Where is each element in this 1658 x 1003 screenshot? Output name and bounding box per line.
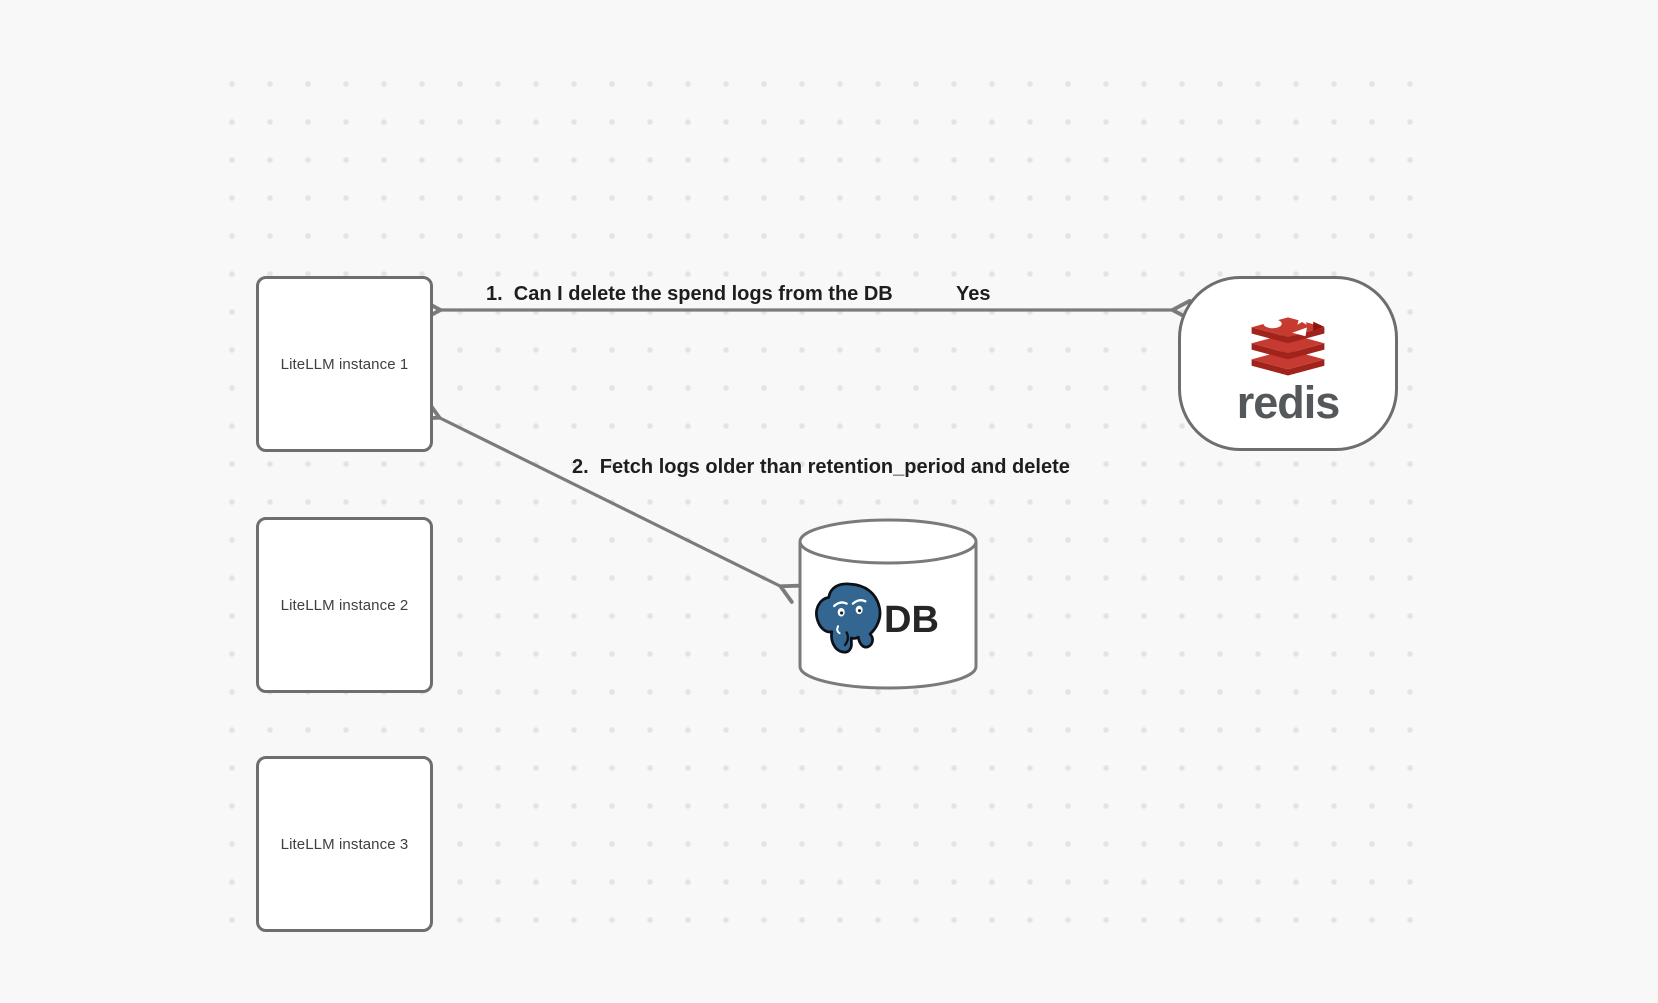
arrow-instance1-db <box>418 400 802 604</box>
arrow-1-label: 1. Can I delete the spend logs from the … <box>486 283 893 305</box>
node-litellm-instance-3: LiteLLM instance 3 <box>256 756 433 932</box>
postgresql-elephant-icon <box>815 582 882 654</box>
arrow-1-response-label: Yes <box>956 283 991 305</box>
db-label: DB <box>884 599 939 641</box>
node-litellm-instance-2: LiteLLM instance 2 <box>256 517 433 693</box>
redis-logo-icon <box>1251 310 1325 375</box>
node-db-cylinder: DB <box>796 517 980 691</box>
node-redis: redis <box>1178 276 1398 451</box>
redis-wordmark: redis <box>1236 376 1341 428</box>
litellm-instance-2-label: LiteLLM instance 2 <box>280 596 409 614</box>
node-litellm-instance-1: LiteLLM instance 1 <box>256 276 433 452</box>
arrow-2-label: 2. Fetch logs older than retention_perio… <box>572 456 1070 478</box>
litellm-instance-1-label: LiteLLM instance 1 <box>280 355 409 373</box>
litellm-instance-3-label: LiteLLM instance 3 <box>280 835 409 853</box>
